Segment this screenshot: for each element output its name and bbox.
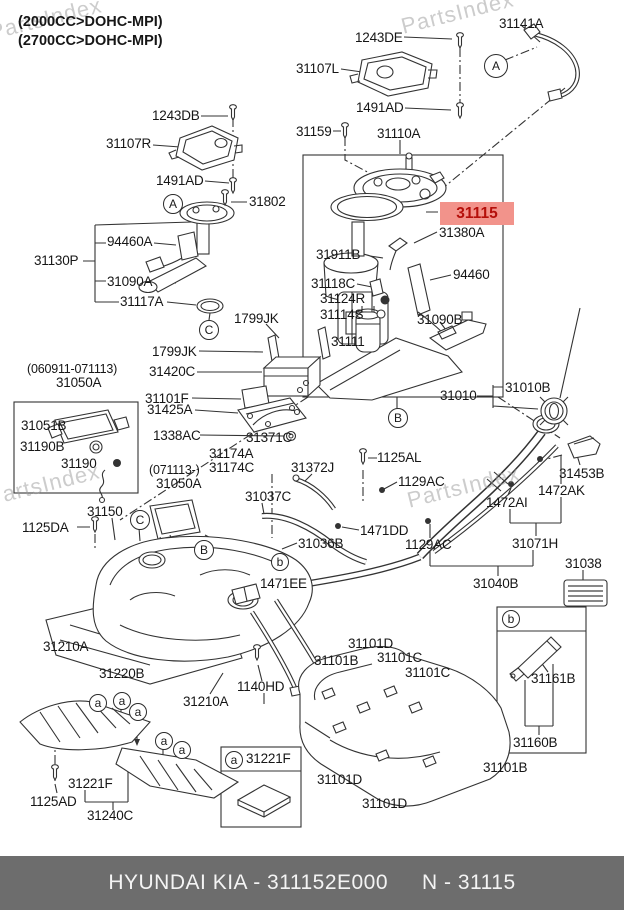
ref-circle-b1: b [271,553,289,571]
ref-circle-B2: B [194,540,214,560]
part-label-31101D-2: 31101D [317,772,363,787]
part-label-31101C-2: 31101C [405,665,451,680]
part-label-1491AD-tr: 1491AD [356,100,404,115]
part-label-94460: 94460 [453,267,490,282]
highlighted-part-label-31115: 31115 [440,202,514,225]
part-label-1799JK-t: 1799JK [234,311,279,326]
part-label-31210A-1: 31210A [43,639,89,654]
ref-circle-a-legend: a [225,751,243,769]
part-label-31220B: 31220B [99,666,145,681]
ref-circle-a2: a [113,692,131,710]
part-label-31111: 31111 [331,334,365,349]
part-label-31141A: 31141A [499,16,544,31]
part-label-31107R: 31107R [106,136,152,151]
part-label-31174C: 31174C [209,460,255,475]
date-range-note: (060911-071113) [27,362,118,376]
part-label-31101D-3: 31101D [362,796,408,811]
ref-circle-a5: a [173,741,191,759]
part-label-1471DD: 1471DD [360,523,409,538]
part-label-31118C: 31118C [311,276,356,291]
part-label-1125AL: 1125AL [377,450,422,465]
part-label-31090B: 31090B [417,312,463,327]
ref-circle-b-legend: b [502,610,520,628]
part-label-31372J: 31372J [291,460,335,475]
ref-circle-A1: A [484,54,508,78]
part-label-31038: 31038 [565,556,602,571]
part-label-1243DB: 1243DB [152,108,200,123]
part-label-31110A: 31110A [377,126,421,141]
part-label-94460A: 94460A [107,234,153,249]
part-label-31911B: 31911B [316,247,361,262]
part-label-31101C-1: 31101C [377,650,423,665]
part-label-1491AD-l: 1491AD [156,173,204,188]
part-label-31101B-2: 31101B [483,760,528,775]
part-label-1472AI: 1472AI [486,495,528,510]
part-label-1338AC: 1338AC [153,428,201,443]
engine-variant-note-2: (2700CC>DOHC-MPI) [18,33,163,49]
part-label-31050A-u: 31050A [56,375,102,390]
ref-circle-a1: a [89,694,107,712]
part-label-31802: 31802 [249,194,286,209]
part-label-31101B-1: 31101B [314,653,359,668]
part-label-31221F-legend: 31221F [246,751,291,766]
footer-bar: HYUNDAI KIA - 311152E000 N - 31115 [0,856,624,910]
part-label-31221F: 31221F [68,776,113,791]
ref-circle-C1: C [199,320,219,340]
ref-circle-C2: C [130,510,150,530]
part-label-31380A: 31380A [439,225,485,240]
part-label-31037C: 31037C [245,489,292,504]
ref-circle-a3: a [129,703,147,721]
ref-circle-A2: A [163,194,183,214]
part-label-31174A: 31174A [209,446,254,461]
part-label-31101F: 31101F [145,391,189,406]
part-label-1125AD: 1125AD [30,794,77,809]
part-label-31150: 31150 [87,504,123,519]
date-range-note-2: (071113-) [149,463,200,477]
part-label-31210A-2: 31210A [183,694,229,709]
part-label-31453B: 31453B [559,466,605,481]
part-label-31010B: 31010B [505,380,551,395]
part-label-31090A: 31090A [107,274,153,289]
part-label-1799JK-l: 1799JK [152,344,197,359]
part-label-31114S: 31114S [320,307,364,322]
part-label-1471EE: 1471EE [260,576,307,591]
part-label-31124R: 31124R [320,291,366,306]
part-label-31420C: 31420C [149,364,196,379]
part-label-31190: 31190 [61,456,97,471]
part-label-31159: 31159 [296,124,332,139]
part-label-31040B: 31040B [473,576,519,591]
part-label-31101D-1: 31101D [348,636,394,651]
footer-part-number: HYUNDAI KIA - 311152E000 [108,871,389,894]
part-label-1129AC-1: 1129AC [398,474,445,489]
part-label-1125DA: 1125DA [22,520,69,535]
part-label-1243DE: 1243DE [355,30,403,45]
part-label-1472AK: 1472AK [538,483,585,498]
part-label-31107L: 31107L [296,61,339,76]
part-label-31051B: 31051B [21,418,67,433]
engine-variant-note-1: (2000CC>DOHC-MPI) [18,14,163,30]
part-label-31130P: 31130P [34,253,79,268]
part-label-31240C: 31240C [87,808,134,823]
ref-circle-a4: a [155,732,173,750]
part-label-31050A-d: 31050A [156,476,202,491]
part-label-31036B: 31036B [298,536,344,551]
part-label-1129AC-2: 1129AC [405,537,452,552]
part-label-31117A: 31117A [120,294,164,309]
ref-circle-B1: B [388,408,408,428]
part-label-31160B: 31160B [513,735,558,750]
diagram-linework [13,23,608,828]
part-label-31425A: 31425A [147,402,193,417]
part-label-31071H: 31071H [512,536,559,551]
footer-ref-number: N - 31115 [422,871,516,894]
part-label-31010: 31010 [440,388,477,403]
part-label-31371C: 31371C [246,430,293,445]
part-label-31190B: 31190B [20,439,65,454]
part-label-1140HD: 1140HD [237,679,285,694]
part-label-31161B: 31161B [531,671,576,686]
